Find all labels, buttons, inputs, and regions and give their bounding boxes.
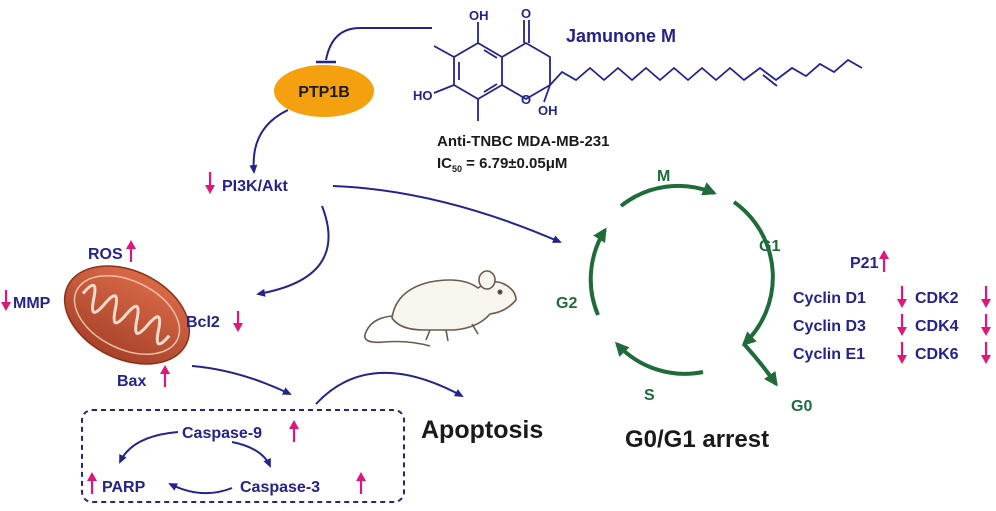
arrow-pi3k-cycle <box>332 185 562 243</box>
jamunone-m-structure <box>433 20 863 121</box>
atom-o-ketone: O <box>521 6 531 21</box>
atom-ho-left: HO <box>413 88 433 103</box>
bcl2-label: Bcl2 <box>186 314 220 331</box>
phase-g2-label: G2 <box>556 295 577 312</box>
caspase3-label: Caspase-3 <box>240 479 320 496</box>
down-arrow-icon <box>981 342 991 364</box>
ic50-subscript: 50 <box>452 164 462 174</box>
arrow-c3-parp <box>168 483 233 495</box>
phase-m-label: M <box>657 168 670 185</box>
down-arrow-icon <box>981 314 991 336</box>
down-arrow-icon <box>233 311 243 332</box>
caspase-box <box>81 409 405 503</box>
down-arrow-icon <box>897 342 907 364</box>
arrow-ptp1b-pi3k <box>249 109 289 174</box>
mouse-icon <box>364 270 517 347</box>
arrow-c9-parp <box>119 431 179 464</box>
bax-label: Bax <box>117 373 146 390</box>
down-arrow-icon <box>981 286 991 308</box>
compound-activity: Anti-TNBC MDA-MB-231 <box>437 133 610 150</box>
phase-s-label: S <box>644 387 655 404</box>
cyclin-d1-label: Cyclin D1 <box>793 290 866 307</box>
pi3k-label: PI3K/Akt <box>222 178 288 195</box>
ros-label: ROS <box>88 246 123 263</box>
phase-g1-label: G1 <box>759 238 780 255</box>
down-arrow-icon <box>897 314 907 336</box>
up-arrow-icon <box>356 472 366 494</box>
inhibition-icon <box>325 27 432 61</box>
mmp-label: MMP <box>13 295 51 312</box>
ic50-value: = 6.79±0.05μM <box>462 155 567 172</box>
mitochondrion-icon <box>63 265 191 365</box>
arrow-mito-caspase <box>191 365 292 395</box>
up-arrow-icon <box>289 420 299 442</box>
ptp1b-label: PTP1B <box>298 84 350 101</box>
cyclin-d3-label: Cyclin D3 <box>793 318 866 335</box>
cdk6-label: CDK6 <box>915 346 959 363</box>
compound-ic50: IC50 = 6.79±0.05μM <box>437 155 567 174</box>
cdk4-label: CDK4 <box>915 318 959 335</box>
ic50-label: IC <box>437 155 452 172</box>
p21-label: P21 <box>850 255 879 272</box>
atom-oh-top: OH <box>469 8 489 23</box>
down-arrow-icon <box>205 172 215 194</box>
phase-g0-label: G0 <box>791 398 812 415</box>
arrow-pi3k-bcl2 <box>256 205 330 297</box>
down-arrow-icon <box>897 286 907 308</box>
cdk2-label: CDK2 <box>915 290 959 307</box>
compound-name: Jamunone M <box>566 26 676 46</box>
up-arrow-icon <box>160 365 170 387</box>
arrow-c9-c3 <box>231 441 271 468</box>
cyclin-e1-label: Cyclin E1 <box>793 346 865 363</box>
arrest-label: G0/G1 arrest <box>625 426 769 453</box>
up-arrow-icon <box>126 240 136 262</box>
up-arrow-icon <box>879 250 889 272</box>
ptp1b-ellipse <box>274 65 374 117</box>
parp-label: PARP <box>102 479 146 496</box>
atom-oh-bottom: OH <box>538 103 558 118</box>
atom-o-ring: O <box>521 92 531 107</box>
arrow-caspase-apoptosis <box>315 371 464 405</box>
up-arrow-icon <box>87 472 97 494</box>
apoptosis-label: Apoptosis <box>421 416 543 444</box>
cell-cycle-ring <box>588 182 778 387</box>
caspase9-label: Caspase-9 <box>182 425 262 442</box>
down-arrow-icon <box>1 290 11 311</box>
